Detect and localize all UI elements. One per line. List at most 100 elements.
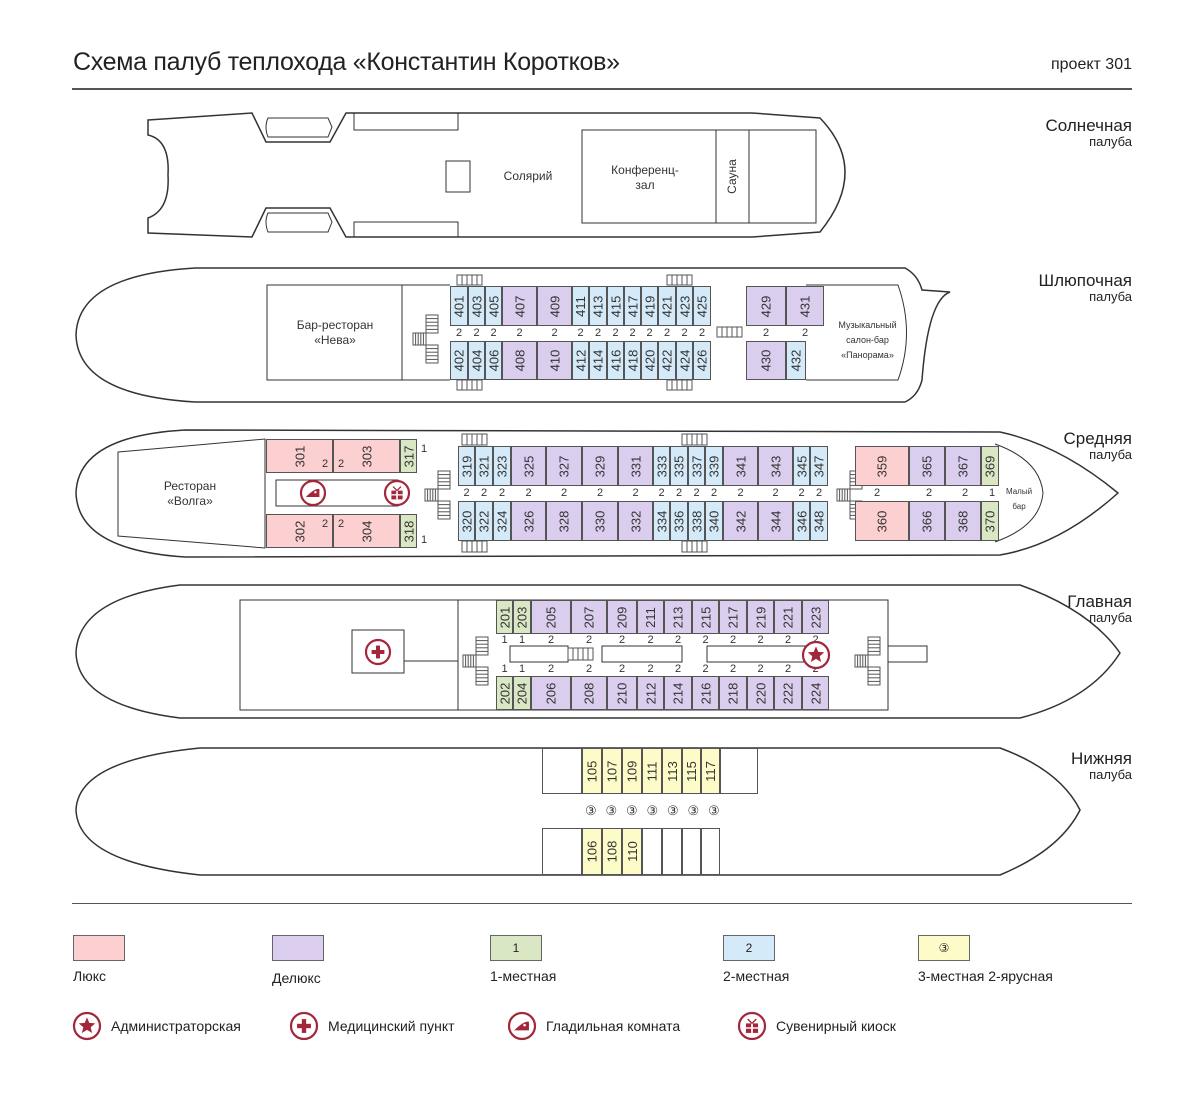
cabin-333[interactable]: 333 — [653, 446, 670, 486]
cabin-117[interactable]: 117 — [701, 748, 720, 794]
cabin-201[interactable]: 201 — [496, 600, 513, 634]
cabin-209[interactable]: 209 — [607, 600, 637, 634]
cabin-107[interactable]: 107 — [602, 748, 622, 794]
cabin-205[interactable]: 205 — [531, 600, 571, 634]
cabin-409[interactable]: 409 — [537, 286, 572, 326]
cabin-369[interactable]: 369 — [981, 446, 999, 486]
cabin-302[interactable]: 302 — [266, 514, 333, 548]
cabin-105[interactable]: 105 — [582, 748, 602, 794]
cabin-110[interactable]: 110 — [622, 828, 642, 875]
cabin-336[interactable]: 336 — [670, 501, 688, 541]
cabin-329[interactable]: 329 — [582, 446, 618, 486]
cabin-360[interactable]: 360 — [855, 501, 909, 541]
cabin-406[interactable]: 406 — [485, 341, 502, 380]
cabin-331[interactable]: 331 — [618, 446, 653, 486]
cabin-320[interactable]: 320 — [458, 501, 475, 541]
cabin-338[interactable]: 338 — [688, 501, 705, 541]
cabin-323[interactable]: 323 — [493, 446, 511, 486]
cabin-415[interactable]: 415 — [607, 286, 624, 326]
cabin-367[interactable]: 367 — [945, 446, 981, 486]
cabin-108[interactable]: 108 — [602, 828, 622, 875]
cabin-206[interactable]: 206 — [531, 676, 571, 710]
cabin-346[interactable]: 346 — [793, 501, 810, 541]
cabin-216[interactable]: 216 — [692, 676, 719, 710]
cabin-324[interactable]: 324 — [493, 501, 511, 541]
cabin-416[interactable]: 416 — [607, 341, 624, 380]
cabin-405[interactable]: 405 — [485, 286, 502, 326]
cabin-203[interactable]: 203 — [513, 600, 531, 634]
cabin-407[interactable]: 407 — [502, 286, 537, 326]
cabin-343[interactable]: 343 — [758, 446, 793, 486]
cabin-327[interactable]: 327 — [546, 446, 582, 486]
cabin-202[interactable]: 202 — [496, 676, 513, 710]
cabin-334[interactable]: 334 — [653, 501, 670, 541]
cabin-401[interactable]: 401 — [450, 286, 468, 326]
cabin-113[interactable]: 113 — [662, 748, 682, 794]
cabin-404[interactable]: 404 — [468, 341, 485, 380]
cabin-337[interactable]: 337 — [688, 446, 705, 486]
cabin-208[interactable]: 208 — [571, 676, 607, 710]
cabin-366[interactable]: 366 — [909, 501, 945, 541]
cabin-359[interactable]: 359 — [855, 446, 909, 486]
cabin-411[interactable]: 411 — [572, 286, 589, 326]
cabin-412[interactable]: 412 — [572, 341, 589, 380]
cabin-332[interactable]: 332 — [618, 501, 653, 541]
cabin-218[interactable]: 218 — [719, 676, 747, 710]
cabin-370[interactable]: 370 — [981, 501, 999, 541]
cabin-106[interactable]: 106 — [582, 828, 602, 875]
cabin-365[interactable]: 365 — [909, 446, 945, 486]
cabin-220[interactable]: 220 — [747, 676, 774, 710]
cabin-335[interactable]: 335 — [670, 446, 688, 486]
cabin-301[interactable]: 301 — [266, 439, 333, 473]
cabin-368[interactable]: 368 — [945, 501, 981, 541]
cabin-339[interactable]: 339 — [705, 446, 723, 486]
cabin-319[interactable]: 319 — [458, 446, 475, 486]
cabin-421[interactable]: 421 — [658, 286, 676, 326]
cabin-403[interactable]: 403 — [468, 286, 485, 326]
cabin-418[interactable]: 418 — [624, 341, 641, 380]
cabin-342[interactable]: 342 — [723, 501, 758, 541]
cabin-115[interactable]: 115 — [682, 748, 701, 794]
cabin-423[interactable]: 423 — [676, 286, 693, 326]
cabin-212[interactable]: 212 — [637, 676, 664, 710]
cabin-347[interactable]: 347 — [810, 446, 828, 486]
cabin-207[interactable]: 207 — [571, 600, 607, 634]
cabin-341[interactable]: 341 — [723, 446, 758, 486]
cabin-348[interactable]: 348 — [810, 501, 828, 541]
cabin-217[interactable]: 217 — [719, 600, 747, 634]
cabin-214[interactable]: 214 — [664, 676, 692, 710]
cabin-223[interactable]: 223 — [802, 600, 829, 634]
cabin-213[interactable]: 213 — [664, 600, 692, 634]
cabin-318[interactable]: 318 — [400, 514, 417, 548]
cabin-215[interactable]: 215 — [692, 600, 719, 634]
cabin-204[interactable]: 204 — [513, 676, 531, 710]
cabin-422[interactable]: 422 — [658, 341, 676, 380]
cabin-402[interactable]: 402 — [450, 341, 468, 380]
cabin-224[interactable]: 224 — [802, 676, 829, 710]
cabin-424[interactable]: 424 — [676, 341, 693, 380]
cabin-431[interactable]: 431 — [786, 286, 824, 326]
cabin-414[interactable]: 414 — [589, 341, 607, 380]
cabin-219[interactable]: 219 — [747, 600, 774, 634]
cabin-326[interactable]: 326 — [511, 501, 546, 541]
cabin-221[interactable]: 221 — [774, 600, 802, 634]
cabin-420[interactable]: 420 — [641, 341, 658, 380]
cabin-430[interactable]: 430 — [746, 341, 786, 380]
cabin-325[interactable]: 325 — [511, 446, 546, 486]
cabin-432[interactable]: 432 — [786, 341, 806, 380]
cabin-111[interactable]: 111 — [642, 748, 662, 794]
cabin-304[interactable]: 304 — [333, 514, 400, 548]
cabin-413[interactable]: 413 — [589, 286, 607, 326]
cabin-303[interactable]: 303 — [333, 439, 400, 473]
cabin-321[interactable]: 321 — [475, 446, 493, 486]
cabin-317[interactable]: 317 — [400, 439, 417, 473]
cabin-210[interactable]: 210 — [607, 676, 637, 710]
cabin-429[interactable]: 429 — [746, 286, 786, 326]
cabin-345[interactable]: 345 — [793, 446, 810, 486]
cabin-340[interactable]: 340 — [705, 501, 723, 541]
cabin-328[interactable]: 328 — [546, 501, 582, 541]
cabin-419[interactable]: 419 — [641, 286, 658, 326]
cabin-417[interactable]: 417 — [624, 286, 641, 326]
cabin-344[interactable]: 344 — [758, 501, 793, 541]
cabin-410[interactable]: 410 — [537, 341, 572, 380]
